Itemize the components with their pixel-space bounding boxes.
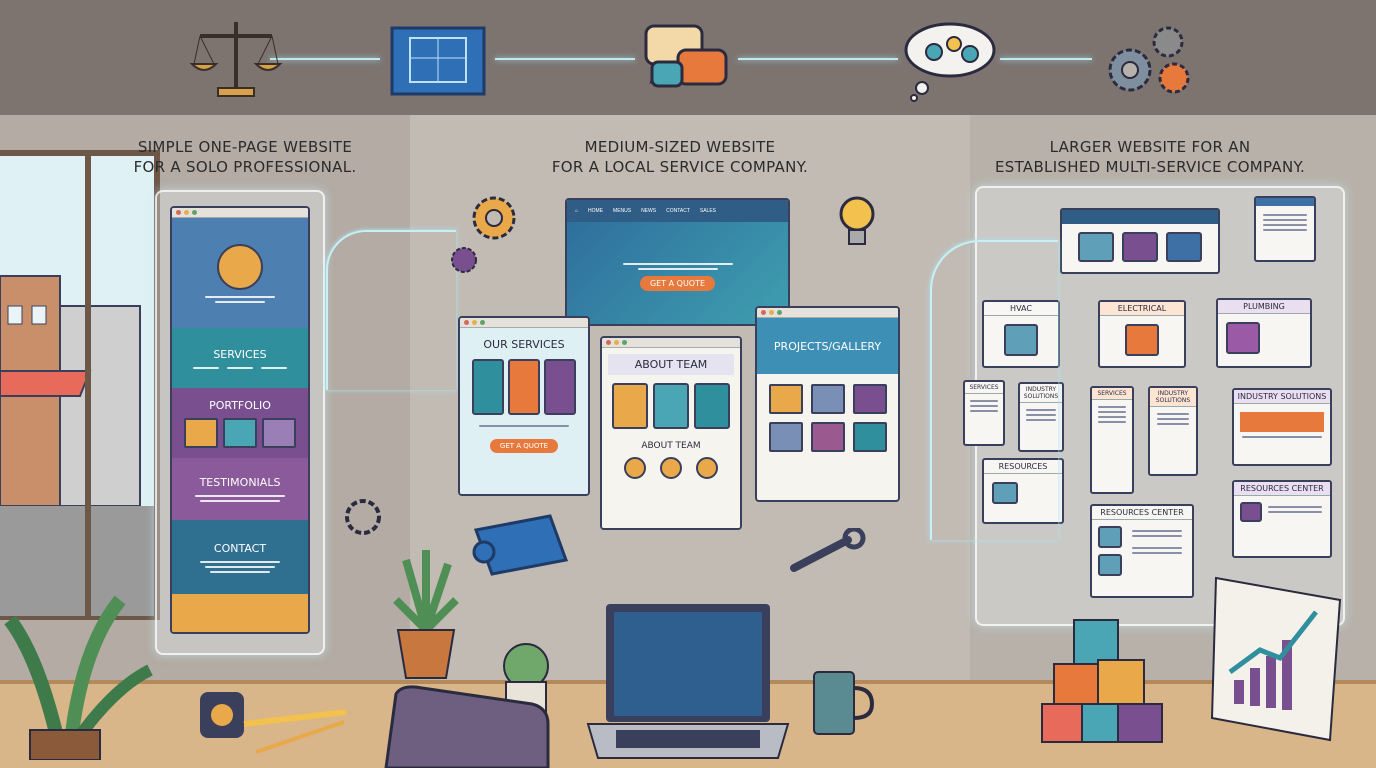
profile-header <box>172 218 308 328</box>
hvac-industry-page[interactable]: Industry Solutions <box>1018 382 1064 452</box>
nav-news[interactable]: NEWS <box>641 208 657 214</box>
gallery-image[interactable] <box>810 422 845 452</box>
utility-page <box>1254 196 1316 262</box>
gallery-image[interactable] <box>852 384 887 414</box>
team-card <box>653 383 689 429</box>
growth-chart-icon <box>1210 572 1342 742</box>
nav-home[interactable]: HOME <box>588 208 604 214</box>
team-avatar <box>624 457 646 479</box>
lightning-icon <box>1125 324 1159 356</box>
nav-contact[interactable]: CONTACT <box>666 208 690 214</box>
home-icon[interactable]: ⌂ <box>575 208 579 214</box>
document-icon <box>1240 502 1262 522</box>
street-view <box>0 156 154 616</box>
snowflake-icon <box>1004 324 1038 356</box>
service-card[interactable] <box>508 359 540 415</box>
plumbing-resources-center-page[interactable]: Resources Center <box>1232 480 1332 558</box>
speech-bubbles-icon <box>642 22 732 100</box>
electrical-services-page[interactable]: Services <box>1090 386 1134 494</box>
portfolio-image <box>184 417 218 448</box>
section-services: Services <box>172 328 308 388</box>
laptop <box>586 602 790 760</box>
gallery-image[interactable] <box>768 384 803 414</box>
nav-menus[interactable]: MENUS <box>613 208 632 214</box>
flow-line <box>738 58 898 60</box>
connector-wire <box>930 240 1058 540</box>
medium-homepage: ⌂ HOME MENUS NEWS CONTACT SALES Get a Qu… <box>565 198 790 326</box>
video-icon <box>1098 526 1122 548</box>
medium-team-page: About Team About Team <box>600 336 742 530</box>
scales-icon <box>188 14 284 100</box>
potted-plant <box>386 540 466 680</box>
window <box>0 150 160 620</box>
office-chair <box>382 684 552 768</box>
gallery-image[interactable] <box>768 422 803 452</box>
flow-line <box>270 58 380 60</box>
plumbing-page[interactable]: Plumbing <box>1216 298 1312 368</box>
services-quote-button[interactable]: Get a Quote <box>489 439 559 453</box>
medium-gallery-page: Projects/Gallery <box>755 306 900 502</box>
electrical-industry-page[interactable]: Industry Solutions <box>1148 386 1198 476</box>
section-portfolio: Portfolio <box>172 388 308 458</box>
gears-icon <box>1100 22 1196 100</box>
flame-icon <box>1166 232 1202 262</box>
lightbulb-icon <box>832 190 882 260</box>
faucet-icon <box>1226 322 1260 354</box>
home-hero: Get a Quote <box>567 222 788 324</box>
medium-services-page: Our Services Get a Quote <box>458 316 590 496</box>
section-testimonials: Testimonials <box>172 458 308 520</box>
blueprint-roll-icon <box>470 510 570 576</box>
portfolio-image <box>262 417 296 448</box>
plumbing-industry-page[interactable]: Industry Solutions <box>1232 388 1332 466</box>
connector-wire <box>326 230 456 390</box>
gallery-image[interactable] <box>852 422 887 452</box>
heading-solo: Simple one-page website for a solo profe… <box>133 138 357 176</box>
gallery-image[interactable] <box>810 384 845 414</box>
home-nav: ⌂ HOME MENUS NEWS CONTACT SALES <box>567 200 788 222</box>
team-avatar <box>660 457 682 479</box>
flow-line <box>1000 58 1092 60</box>
team-title: About Team <box>608 354 734 375</box>
building-blocks <box>1040 616 1170 746</box>
solo-website-mockup: Services Portfolio Testimonials Contact <box>170 206 310 634</box>
browser-titlebar <box>172 208 308 218</box>
gallery-title: Projects/Gallery <box>773 339 882 353</box>
team-subtitle: About Team <box>641 441 701 451</box>
services-title: Our Services <box>483 338 565 351</box>
gear-icon <box>466 190 522 246</box>
tape-measure <box>196 688 350 758</box>
blueprint-icon <box>388 24 488 98</box>
thought-cloud-icon <box>900 16 1000 102</box>
heading-large: Larger website for an established multi-… <box>994 138 1306 176</box>
hvac-services-page[interactable]: Services <box>963 380 1005 446</box>
heading-medium: Medium-sized website for a local service… <box>551 138 809 176</box>
team-card <box>612 383 648 429</box>
gear-icon <box>446 242 482 278</box>
tall-plant <box>0 560 160 760</box>
service-card[interactable] <box>472 359 504 415</box>
flow-line <box>495 58 635 60</box>
electrical-page[interactable]: Electrical <box>1098 300 1186 368</box>
gear-icon <box>338 492 388 542</box>
large-homepage <box>1060 208 1220 274</box>
hvac-page[interactable]: HVAC <box>982 300 1060 368</box>
portfolio-image <box>223 417 257 448</box>
service-card[interactable] <box>544 359 576 415</box>
nav-sales[interactable]: SALES <box>699 208 717 214</box>
pipe-icon <box>1122 232 1158 262</box>
wrench-icon <box>788 528 872 578</box>
coffee-mug <box>810 668 874 740</box>
snowflake-icon <box>1078 232 1114 262</box>
get-quote-button[interactable]: Get a Quote <box>639 276 716 291</box>
profile-avatar <box>217 243 263 290</box>
team-card <box>694 383 730 429</box>
section-contact: Contact <box>172 520 308 594</box>
team-avatar <box>696 457 718 479</box>
globe-icon <box>1098 554 1122 576</box>
site-footer <box>172 594 308 632</box>
resources-center-page[interactable]: Resources Center <box>1090 504 1194 598</box>
